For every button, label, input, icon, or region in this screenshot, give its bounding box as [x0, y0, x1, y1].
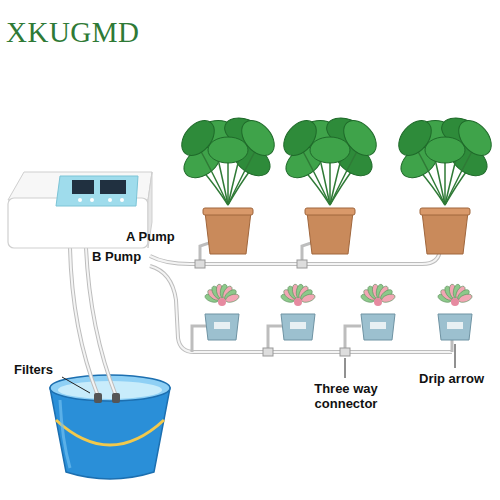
stem — [228, 146, 258, 205]
part-name: Filters — [14, 362, 53, 377]
pot-tag — [214, 322, 230, 329]
petal — [458, 293, 474, 304]
stem — [445, 146, 475, 205]
pot — [307, 212, 353, 254]
succulent-plants — [204, 284, 473, 340]
succulent — [360, 284, 396, 340]
stem — [329, 158, 331, 205]
leaf — [392, 114, 438, 161]
part-name: A Pump — [126, 229, 175, 244]
flower-center — [294, 298, 302, 306]
leaf — [310, 137, 350, 163]
stem — [415, 146, 445, 205]
water-bucket — [50, 375, 170, 479]
petal — [225, 293, 241, 304]
flower-center — [374, 298, 382, 306]
leaf — [235, 114, 281, 161]
stem — [444, 158, 446, 205]
leader-line — [345, 358, 346, 378]
monstera — [392, 113, 498, 254]
stem — [300, 146, 330, 205]
pot-tag — [290, 322, 306, 329]
pot — [422, 212, 468, 254]
leader-line — [455, 344, 456, 368]
pot — [361, 314, 395, 340]
pot-tag — [370, 322, 386, 329]
succulent — [204, 284, 240, 340]
lower-drip-line — [150, 266, 452, 356]
monstera — [175, 113, 281, 254]
pot — [205, 314, 239, 340]
suction-tubes — [70, 248, 120, 403]
monstera-plants — [175, 113, 498, 254]
part-name: Three way connector — [298, 381, 394, 411]
stem — [198, 146, 228, 205]
pot-rim — [305, 208, 355, 215]
stem — [330, 146, 360, 205]
part-name: Drip arrow — [419, 371, 484, 386]
petal — [381, 293, 397, 304]
upper-drip-line — [150, 242, 440, 268]
flower-center — [451, 298, 459, 306]
succulent — [280, 284, 316, 340]
leaf — [425, 137, 465, 163]
succulent — [437, 284, 473, 340]
pot — [438, 314, 472, 340]
leaf — [208, 137, 248, 163]
leaf — [337, 114, 383, 161]
leaf — [175, 114, 221, 161]
monstera — [277, 113, 383, 254]
leader-line — [62, 377, 90, 393]
pot — [281, 314, 315, 340]
leaf — [452, 114, 498, 161]
petal — [301, 293, 317, 304]
pot-tag — [447, 322, 463, 329]
pot — [205, 212, 251, 254]
flower-center — [218, 298, 226, 306]
pot-rim — [203, 208, 253, 215]
brand-watermark: XKUGMD — [6, 16, 140, 48]
stem — [227, 158, 229, 205]
part-name: B Pump — [92, 249, 141, 264]
pot-rim — [420, 208, 470, 215]
leaf — [277, 114, 323, 161]
